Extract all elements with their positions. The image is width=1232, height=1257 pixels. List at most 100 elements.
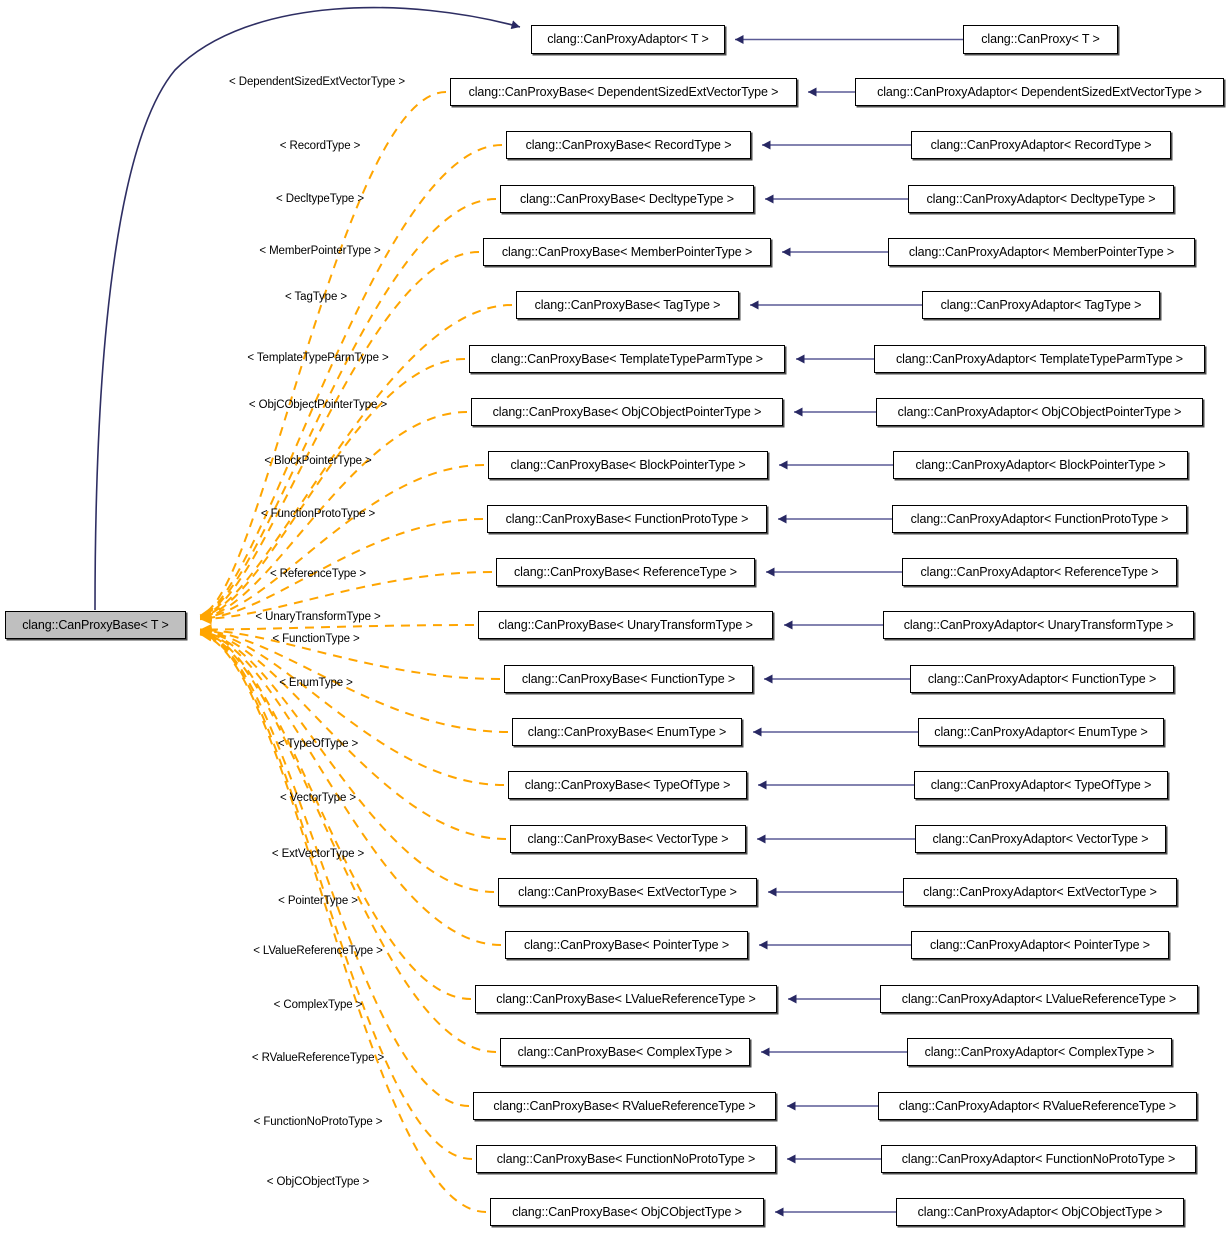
node-adaptor-rvaluereferencetype[interactable]: clang::CanProxyAdaptor< RValueReferenceT… bbox=[878, 1092, 1197, 1120]
node-base-vectortype[interactable]: clang::CanProxyBase< VectorType > bbox=[510, 825, 746, 853]
root-to-adaptor-edge bbox=[94, 6, 521, 611]
edge-template-memberpointertype bbox=[199, 251, 480, 621]
node-base-enumtype[interactable]: clang::CanProxyBase< EnumType > bbox=[512, 718, 742, 746]
node-label: clang::CanProxyBase< TemplateTypeParmTyp… bbox=[490, 351, 763, 366]
node-base-decltypetype[interactable]: clang::CanProxyBase< DecltypeType > bbox=[500, 185, 754, 213]
node-label: clang::CanProxyBase< ComplexType > bbox=[517, 1044, 733, 1059]
node-label: clang::CanProxyAdaptor< TypeOfType > bbox=[930, 777, 1152, 792]
node-base-unarytransformtype[interactable]: clang::CanProxyBase< UnaryTransformType … bbox=[478, 611, 773, 639]
node-label: clang::CanProxyAdaptor< DecltypeType > bbox=[926, 191, 1156, 206]
node-base-functionnoprototype[interactable]: clang::CanProxyBase< FunctionNoProtoType… bbox=[476, 1145, 776, 1173]
node-adaptor-extvectortype[interactable]: clang::CanProxyAdaptor< ExtVectorType > bbox=[903, 878, 1177, 906]
node-adaptor-templatetypeparmtype[interactable]: clang::CanProxyAdaptor< TemplateTypeParm… bbox=[874, 345, 1205, 373]
node-adaptor-tagtype[interactable]: clang::CanProxyAdaptor< TagType > bbox=[922, 291, 1160, 319]
node-label: clang::CanProxyAdaptor< MemberPointerTyp… bbox=[908, 244, 1175, 259]
node-adaptor-complextype[interactable]: clang::CanProxyAdaptor< ComplexType > bbox=[907, 1038, 1172, 1066]
node-adaptor-recordtype[interactable]: clang::CanProxyAdaptor< RecordType > bbox=[911, 131, 1171, 159]
node-root-canproxybase-t[interactable]: clang::CanProxyBase< T > bbox=[5, 611, 186, 639]
node-label: clang::CanProxyAdaptor< ReferenceType > bbox=[920, 564, 1159, 579]
node-adaptor-typeoftype[interactable]: clang::CanProxyAdaptor< TypeOfType > bbox=[914, 771, 1168, 799]
node-adaptor-dependentsizedextvectortype[interactable]: clang::CanProxyAdaptor< DependentSizedEx… bbox=[855, 78, 1224, 106]
edge-label-functionnoprototype: < FunctionNoProtoType > bbox=[253, 1116, 383, 1128]
node-base-blockpointertype[interactable]: clang::CanProxyBase< BlockPointerType > bbox=[488, 451, 768, 479]
node-label: clang::CanProxyBase< FunctionNoProtoType… bbox=[496, 1151, 756, 1166]
node-base-extvectortype[interactable]: clang::CanProxyBase< ExtVectorType > bbox=[498, 878, 757, 906]
node-base-functiontype[interactable]: clang::CanProxyBase< FunctionType > bbox=[504, 665, 753, 693]
node-base-templatetypeparmtype[interactable]: clang::CanProxyBase< TemplateTypeParmTyp… bbox=[469, 345, 785, 373]
node-adaptor-functionprototype[interactable]: clang::CanProxyAdaptor< FunctionProtoTyp… bbox=[892, 505, 1187, 533]
node-adaptor-pointertype[interactable]: clang::CanProxyAdaptor< PointerType > bbox=[911, 931, 1169, 959]
node-label: clang::CanProxyAdaptor< TagType > bbox=[940, 297, 1142, 312]
node-base-functionprototype[interactable]: clang::CanProxyBase< FunctionProtoType > bbox=[487, 505, 767, 533]
node-label: clang::CanProxyBase< RValueReferenceType… bbox=[493, 1098, 756, 1113]
node-base-complextype[interactable]: clang::CanProxyBase< ComplexType > bbox=[500, 1038, 750, 1066]
node-base-memberpointertype[interactable]: clang::CanProxyBase< MemberPointerType > bbox=[483, 238, 771, 266]
node-label: clang::CanProxyAdaptor< EnumType > bbox=[934, 724, 1148, 739]
node-label: clang::CanProxyAdaptor< RecordType > bbox=[930, 137, 1152, 152]
edge-label-tagtype: < TagType > bbox=[285, 291, 347, 303]
node-base-lvaluereferencetype[interactable]: clang::CanProxyBase< LValueReferenceType… bbox=[475, 985, 777, 1013]
node-label: clang::CanProxyAdaptor< FunctionType > bbox=[927, 671, 1157, 686]
node-adaptor-functionnoprototype[interactable]: clang::CanProxyAdaptor< FunctionNoProtoT… bbox=[881, 1145, 1196, 1173]
edge-template-vectortype bbox=[199, 626, 507, 840]
node-adaptor-blockpointertype[interactable]: clang::CanProxyAdaptor< BlockPointerType… bbox=[893, 451, 1188, 479]
node-label: clang::CanProxyBase< MemberPointerType > bbox=[501, 244, 753, 259]
node-base-tagtype[interactable]: clang::CanProxyBase< TagType > bbox=[516, 291, 739, 319]
node-label: clang::CanProxyAdaptor< BlockPointerType… bbox=[915, 457, 1166, 472]
node-label: clang::CanProxyAdaptor< FunctionProtoTyp… bbox=[910, 511, 1169, 526]
node-label: clang::CanProxyBase< ExtVectorType > bbox=[518, 884, 737, 899]
edge-template-dependentsizedextvectortype bbox=[199, 91, 447, 619]
node-label: clang::CanProxyAdaptor< UnaryTransformTy… bbox=[903, 617, 1174, 632]
node-label: clang::CanProxyAdaptor< ObjCObjectType > bbox=[917, 1204, 1163, 1219]
node-label: clang::CanProxyBase< UnaryTransformType … bbox=[498, 617, 753, 632]
node-base-recordtype[interactable]: clang::CanProxyBase< RecordType > bbox=[506, 131, 751, 159]
node-label: clang::CanProxyBase< VectorType > bbox=[527, 831, 729, 846]
node-label: clang::CanProxyBase< T > bbox=[22, 617, 169, 632]
node-adaptor-vectortype[interactable]: clang::CanProxyAdaptor< VectorType > bbox=[915, 825, 1166, 853]
edge-label-objcobjectpointertype: < ObjCObjectPointerType > bbox=[248, 399, 388, 411]
node-adaptor-enumtype[interactable]: clang::CanProxyAdaptor< EnumType > bbox=[918, 718, 1164, 746]
edge-label-lvaluereferencetype: < LValueReferenceType > bbox=[253, 945, 383, 957]
template-instantiation-edges bbox=[199, 91, 513, 1213]
edge-label-functiontype: < FunctionType > bbox=[272, 633, 360, 645]
node-adaptor-functiontype[interactable]: clang::CanProxyAdaptor< FunctionType > bbox=[910, 665, 1174, 693]
node-adaptor-objcobjectpointertype[interactable]: clang::CanProxyAdaptor< ObjCObjectPointe… bbox=[876, 398, 1203, 426]
edge-template-lvaluereferencetype bbox=[199, 628, 472, 1000]
node-top-1[interactable]: clang::CanProxy< T > bbox=[963, 25, 1118, 54]
node-base-objcobjecttype[interactable]: clang::CanProxyBase< ObjCObjectType > bbox=[490, 1198, 764, 1226]
edge-label-pointertype: < PointerType > bbox=[278, 895, 358, 907]
node-adaptor-unarytransformtype[interactable]: clang::CanProxyAdaptor< UnaryTransformTy… bbox=[883, 611, 1194, 639]
edge-label-referencetype: < ReferenceType > bbox=[269, 568, 367, 580]
edge-template-typeoftype bbox=[199, 625, 505, 786]
node-adaptor-memberpointertype[interactable]: clang::CanProxyAdaptor< MemberPointerTyp… bbox=[888, 238, 1195, 266]
node-adaptor-lvaluereferencetype[interactable]: clang::CanProxyAdaptor< LValueReferenceT… bbox=[880, 985, 1198, 1013]
node-top-0[interactable]: clang::CanProxyAdaptor< T > bbox=[531, 25, 725, 54]
edge-template-pointertype bbox=[199, 627, 502, 946]
edge-label-enumtype: < EnumType > bbox=[279, 677, 353, 689]
edge-label-unarytransformtype: < UnaryTransformType > bbox=[255, 611, 381, 623]
node-label: clang::CanProxyAdaptor< ComplexType > bbox=[924, 1044, 1155, 1059]
node-label: clang::CanProxyBase< FunctionProtoType > bbox=[505, 511, 749, 526]
node-base-referencetype[interactable]: clang::CanProxyBase< ReferenceType > bbox=[496, 558, 755, 586]
node-base-objcobjectpointertype[interactable]: clang::CanProxyBase< ObjCObjectPointerTy… bbox=[471, 398, 783, 426]
node-label: clang::CanProxyAdaptor< VectorType > bbox=[932, 831, 1149, 846]
node-label: clang::CanProxyBase< EnumType > bbox=[527, 724, 727, 739]
node-adaptor-objcobjecttype[interactable]: clang::CanProxyAdaptor< ObjCObjectType > bbox=[896, 1198, 1184, 1226]
edge-template-recordtype bbox=[199, 144, 503, 620]
node-base-pointertype[interactable]: clang::CanProxyBase< PointerType > bbox=[505, 931, 748, 959]
edge-label-decltypetype: < DecltypeType > bbox=[276, 193, 364, 205]
node-adaptor-decltypetype[interactable]: clang::CanProxyAdaptor< DecltypeType > bbox=[908, 185, 1174, 213]
node-label: clang::CanProxyBase< ObjCObjectPointerTy… bbox=[492, 404, 762, 419]
edge-label-blockpointertype: < BlockPointerType > bbox=[264, 455, 372, 467]
edge-template-enumtype bbox=[199, 625, 509, 733]
edge-label-functionprototype: < FunctionProtoType > bbox=[260, 508, 376, 520]
edge-template-functionprototype bbox=[199, 518, 484, 624]
node-base-typeoftype[interactable]: clang::CanProxyBase< TypeOfType > bbox=[508, 771, 747, 799]
node-adaptor-referencetype[interactable]: clang::CanProxyAdaptor< ReferenceType > bbox=[902, 558, 1177, 586]
edge-template-blockpointertype bbox=[199, 464, 485, 624]
node-base-dependentsizedextvectortype[interactable]: clang::CanProxyBase< DependentSizedExtVe… bbox=[450, 78, 797, 106]
node-base-rvaluereferencetype[interactable]: clang::CanProxyBase< RValueReferenceType… bbox=[473, 1092, 776, 1120]
inheritance-edges bbox=[735, 35, 963, 1217]
